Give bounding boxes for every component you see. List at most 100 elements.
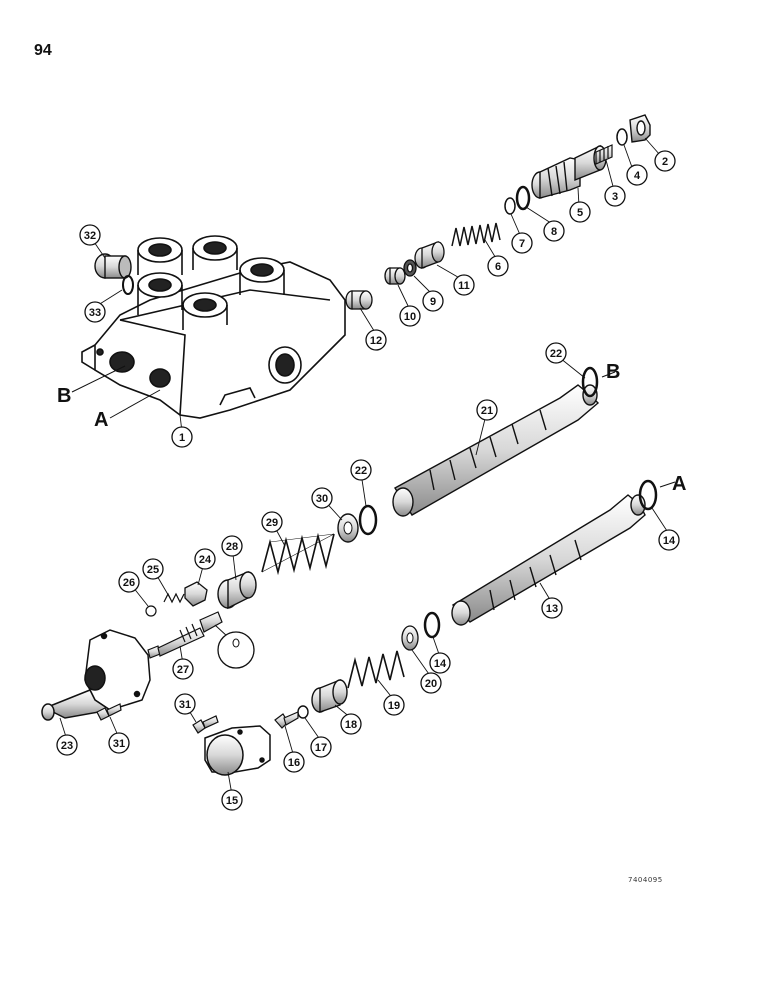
callout-28: 28 xyxy=(221,535,243,557)
callout-circle xyxy=(420,672,442,694)
callout-circle xyxy=(545,342,567,364)
callout-5: 5 xyxy=(569,201,591,223)
callout-number: 15 xyxy=(226,795,238,807)
callout-26: 26 xyxy=(118,571,140,593)
callout-number: 6 xyxy=(495,261,501,273)
callout-7: 7 xyxy=(511,232,533,254)
callout-9: 9 xyxy=(422,290,444,312)
callout-circle xyxy=(453,274,475,296)
callout-11: 11 xyxy=(453,274,475,296)
callout-circle xyxy=(194,548,216,570)
callout-circle xyxy=(261,511,283,533)
callout-circle xyxy=(221,789,243,811)
callout-3: 3 xyxy=(604,185,626,207)
part-20-washer xyxy=(401,625,419,651)
callout-15: 15 xyxy=(221,789,243,811)
callout-number: 1 xyxy=(179,432,185,444)
part-27-detent-plunger xyxy=(147,611,223,659)
callout-14a: 14 xyxy=(658,529,680,551)
callout-19: 19 xyxy=(383,694,405,716)
callout-circle xyxy=(476,399,498,421)
callout-6: 6 xyxy=(487,255,509,277)
callout-13: 13 xyxy=(541,597,563,619)
part-18-spring-seat xyxy=(311,678,348,713)
part-26-ball xyxy=(145,605,157,617)
callout-31a: 31 xyxy=(174,693,196,715)
callout-number: 11 xyxy=(458,280,470,292)
callout-number: 5 xyxy=(577,207,583,219)
valve-body xyxy=(81,235,346,419)
callout-12: 12 xyxy=(365,329,387,351)
callout-circle xyxy=(365,329,387,351)
callout-27: 27 xyxy=(172,658,194,680)
callout-circle xyxy=(221,535,243,557)
callout-number: 31 xyxy=(179,699,191,711)
callout-circle xyxy=(142,558,164,580)
callout-circle xyxy=(108,732,130,754)
callout-circle xyxy=(56,734,78,756)
callout-number: 27 xyxy=(177,664,189,676)
part-28-spring-seat xyxy=(217,570,257,610)
part-7-washer xyxy=(504,197,516,215)
part-15-cap xyxy=(204,725,271,776)
part-17-washer xyxy=(297,705,309,719)
callout-number: 16 xyxy=(288,757,300,769)
callout-circle xyxy=(654,150,676,172)
part-4-washer xyxy=(616,128,628,146)
part-12-plug xyxy=(345,290,373,310)
callout-circle xyxy=(487,255,509,277)
callout-number: 2 xyxy=(662,156,668,168)
callout-10: 10 xyxy=(399,305,421,327)
part-25-spring xyxy=(163,592,185,604)
callout-circle xyxy=(626,164,648,186)
callout-number: 28 xyxy=(226,541,238,553)
callout-number: 10 xyxy=(404,311,416,323)
label-a-right: A xyxy=(672,473,686,495)
callout-number: 21 xyxy=(481,405,493,417)
callout-circle xyxy=(429,652,451,674)
callout-circle xyxy=(311,487,333,509)
reference-code: 7404095 xyxy=(628,876,663,884)
part-16-screw xyxy=(274,711,299,729)
part-29-spring xyxy=(261,532,335,576)
part-8-oring xyxy=(515,185,531,211)
page-number: 94 xyxy=(34,42,52,59)
label-b-right: B xyxy=(606,361,620,383)
callout-circle xyxy=(422,290,444,312)
part-13-spool xyxy=(451,494,646,626)
part-32-fitting xyxy=(94,253,132,279)
callout-circle xyxy=(310,736,332,758)
part-19-spring xyxy=(347,650,405,689)
part-11-poppet xyxy=(414,241,445,269)
callout-31b: 31 xyxy=(108,732,130,754)
callout-30: 30 xyxy=(311,487,333,509)
callout-14b: 14 xyxy=(429,652,451,674)
callout-number: 32 xyxy=(84,230,96,242)
callout-circle xyxy=(604,185,626,207)
part-31-bolt-2 xyxy=(96,703,122,721)
callout-number: 3 xyxy=(612,191,618,203)
callout-number: 29 xyxy=(266,517,278,529)
callout-circle xyxy=(399,305,421,327)
callout-circle xyxy=(84,301,106,323)
part-14-oring xyxy=(423,611,441,639)
part-9-ring xyxy=(403,259,417,277)
callout-number: 31 xyxy=(113,738,125,750)
callout-29: 29 xyxy=(261,511,283,533)
part-2-cap-nut xyxy=(629,114,651,143)
callout-circle xyxy=(283,751,305,773)
callout-number: 9 xyxy=(430,296,436,308)
label-b-left: B xyxy=(57,385,71,407)
part-24-plug xyxy=(184,581,208,607)
callout-number: 25 xyxy=(147,564,159,576)
part-6-spring xyxy=(451,222,501,247)
label-a-left: A xyxy=(94,409,108,431)
callout-number: 30 xyxy=(316,493,328,505)
part-27a-balloon xyxy=(214,624,255,669)
callout-25: 25 xyxy=(142,558,164,580)
callout-number: 14 xyxy=(663,535,676,547)
callout-20: 20 xyxy=(420,672,442,694)
callout-circle xyxy=(383,694,405,716)
callout-16: 16 xyxy=(283,751,305,773)
